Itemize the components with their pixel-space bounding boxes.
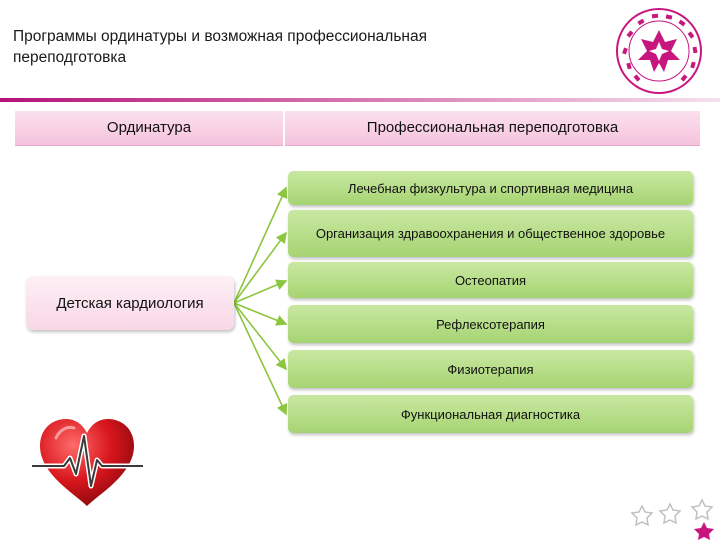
heart-pulse-icon xyxy=(32,419,143,506)
program-item: Остеопатия xyxy=(288,262,693,298)
arrow-2 xyxy=(233,231,287,304)
arrow-5 xyxy=(233,302,287,371)
header-retraining: Профессиональная переподготовка xyxy=(285,111,700,146)
table-header: Ординатура Профессиональная переподготов… xyxy=(15,111,700,146)
arrow-6 xyxy=(233,302,287,416)
minzdrav-logo-icon xyxy=(616,8,702,94)
arrow-1 xyxy=(233,186,288,304)
program-item: Физиотерапия xyxy=(288,350,693,388)
arrow-4 xyxy=(233,302,288,326)
page-title: Программы ординатуры и возможная професс… xyxy=(13,28,427,66)
program-item: Рефлексотерапия xyxy=(288,305,693,343)
header-residency: Ординатура xyxy=(15,111,283,146)
title-divider xyxy=(0,98,720,102)
decorative-stars-icon xyxy=(630,498,714,540)
program-item: Лечебная физкультура и спортивная медици… xyxy=(288,171,693,205)
source-program-box: Детская кардиология xyxy=(26,276,234,330)
program-item: Организация здравоохранения и общественн… xyxy=(288,210,693,257)
program-item: Функциональная диагностика xyxy=(288,395,693,433)
arrow-3 xyxy=(233,279,288,304)
